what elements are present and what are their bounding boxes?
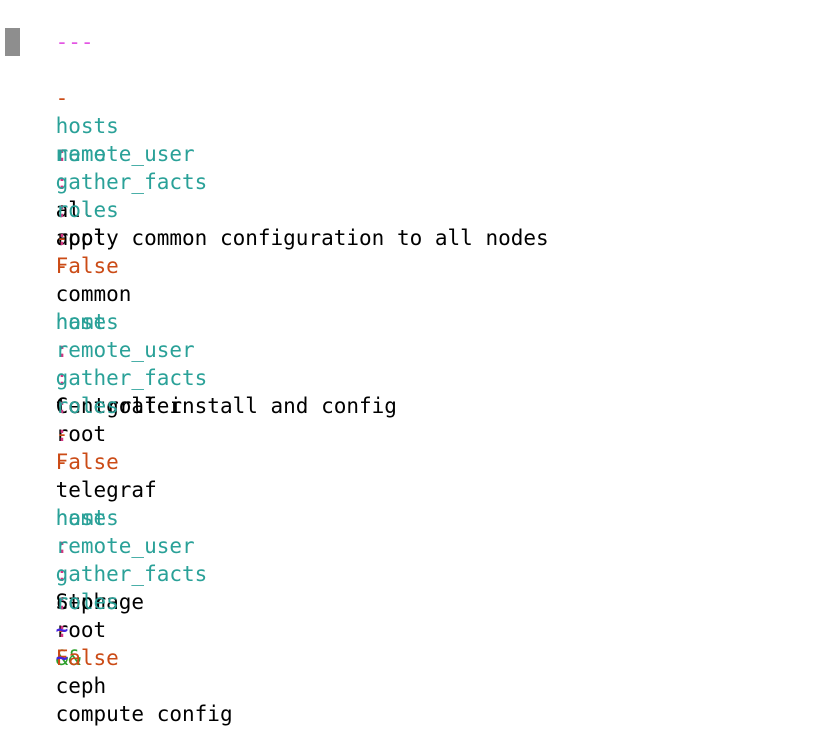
indent	[56, 114, 81, 138]
list-dash-icon: -	[55, 450, 69, 474]
indent	[56, 478, 81, 502]
vim-editor-buffer[interactable]: --- - name : apply common configuration …	[0, 0, 836, 726]
indent	[56, 366, 81, 390]
play-roles-line[interactable]: roles :	[0, 140, 836, 250]
yaml-key-hosts: hosts	[55, 114, 119, 138]
yaml-key-name: name	[55, 506, 107, 530]
list-dash-icon: -	[55, 422, 69, 446]
yaml-role-name: ceph	[55, 674, 107, 698]
play-hosts-line[interactable]: hosts : Controller	[0, 252, 836, 418]
yaml-key-gather-facts: gather_facts	[55, 170, 208, 194]
yaml-key-roles: roles	[55, 590, 119, 614]
yaml-role-name: telegraf	[55, 478, 157, 502]
indent	[56, 142, 81, 166]
yaml-value-gather-facts: False	[55, 450, 119, 474]
empty-line-marker-row: ~	[0, 588, 836, 642]
yaml-key-remote-user: remote_user	[55, 534, 195, 558]
indent	[56, 562, 81, 586]
yaml-colon: :	[55, 366, 69, 390]
yaml-value-name: apply common configuration to all nodes	[55, 226, 549, 250]
yaml-value-name-part1: ceph	[55, 590, 107, 614]
play-role-item-line[interactable]: - common	[0, 168, 836, 306]
play-name-line[interactable]: - name : ceph && compute config	[0, 420, 836, 726]
play-gather-facts-line[interactable]: gather_facts : False	[0, 112, 836, 278]
yaml-role-name: common	[55, 282, 132, 306]
yaml-key-roles: roles	[55, 394, 119, 418]
yaml-key-hosts: hosts	[55, 506, 119, 530]
yaml-colon: :	[55, 590, 69, 614]
play-remote-user-line[interactable]: remote_user : root	[0, 476, 836, 642]
play-hosts-line[interactable]: hosts : Storage	[0, 448, 836, 614]
play-roles-line[interactable]: roles :	[0, 336, 836, 446]
play-remote-user-line[interactable]: remote_user : root	[0, 84, 836, 250]
text-cursor	[5, 28, 20, 56]
yaml-value-gather-facts: False	[55, 254, 119, 278]
yaml-colon: :	[55, 534, 69, 558]
yaml-colon: :	[55, 198, 69, 222]
list-dash-icon: -	[55, 254, 69, 278]
yaml-colon: :	[55, 534, 69, 558]
yaml-colon: :	[55, 226, 69, 250]
list-dash-icon: -	[55, 226, 69, 250]
indent	[56, 506, 81, 530]
yaml-colon: :	[55, 142, 69, 166]
yaml-colon: :	[55, 422, 69, 446]
indent	[56, 282, 81, 306]
yaml-value-remote-user: root	[55, 618, 107, 642]
list-dash-icon: -	[55, 618, 69, 642]
yaml-key-roles: roles	[55, 198, 119, 222]
yaml-value-hosts: Storage	[55, 590, 145, 614]
indent	[56, 590, 107, 614]
play-name-line[interactable]: - name : telegraf install and config	[0, 224, 836, 418]
play-hosts-line[interactable]: hosts : all	[0, 56, 836, 222]
yaml-colon: :	[55, 394, 69, 418]
yaml-colon: :	[55, 618, 69, 642]
yaml-key-gather-facts: gather_facts	[55, 366, 208, 390]
yaml-key-name: name	[55, 310, 107, 334]
indent	[56, 86, 81, 110]
tilde-icon: ~	[55, 646, 69, 670]
blank-line	[0, 196, 836, 224]
play-remote-user-line[interactable]: remote_user : root	[0, 280, 836, 446]
yaml-key-remote-user: remote_user	[55, 142, 195, 166]
yaml-key-name: name	[55, 142, 107, 166]
play-roles-line[interactable]: roles :	[0, 532, 836, 642]
play-name-line[interactable]: - name : apply common configuration to a…	[0, 28, 836, 250]
yaml-value-hosts: all	[55, 198, 94, 222]
yaml-colon: :	[55, 338, 69, 362]
yaml-value-name: telegraf install and config	[55, 394, 397, 418]
empty-line-marker-row: ~	[0, 616, 836, 670]
yaml-key-remote-user: remote_user	[55, 338, 195, 362]
yaml-document-start-marker: ---	[55, 30, 94, 54]
yaml-value-remote-user: root	[55, 422, 107, 446]
yaml-colon: :	[55, 170, 69, 194]
list-dash-icon: -	[55, 86, 69, 110]
yaml-colon: :	[55, 170, 69, 194]
indent	[56, 534, 81, 558]
indent	[56, 198, 107, 222]
indent	[56, 338, 81, 362]
yaml-colon: :	[55, 338, 69, 362]
yaml-document-start-line: ---	[0, 0, 836, 54]
yaml-key-gather-facts: gather_facts	[55, 562, 208, 586]
indent	[56, 310, 81, 334]
yaml-value-name-part2: compute config	[55, 702, 233, 726]
indent	[56, 170, 81, 194]
play-gather-facts-line[interactable]: gather_facts : False	[0, 504, 836, 670]
play-role-item-line[interactable]: - telegraf	[0, 364, 836, 502]
yaml-value-hosts: Controller	[55, 394, 183, 418]
play-gather-facts-line[interactable]: gather_facts : False	[0, 308, 836, 474]
yaml-key-hosts: hosts	[55, 310, 119, 334]
tilde-icon: ~	[55, 618, 69, 642]
yaml-colon: :	[55, 562, 69, 586]
yaml-value-remote-user: root	[55, 226, 107, 250]
indent	[56, 394, 107, 418]
